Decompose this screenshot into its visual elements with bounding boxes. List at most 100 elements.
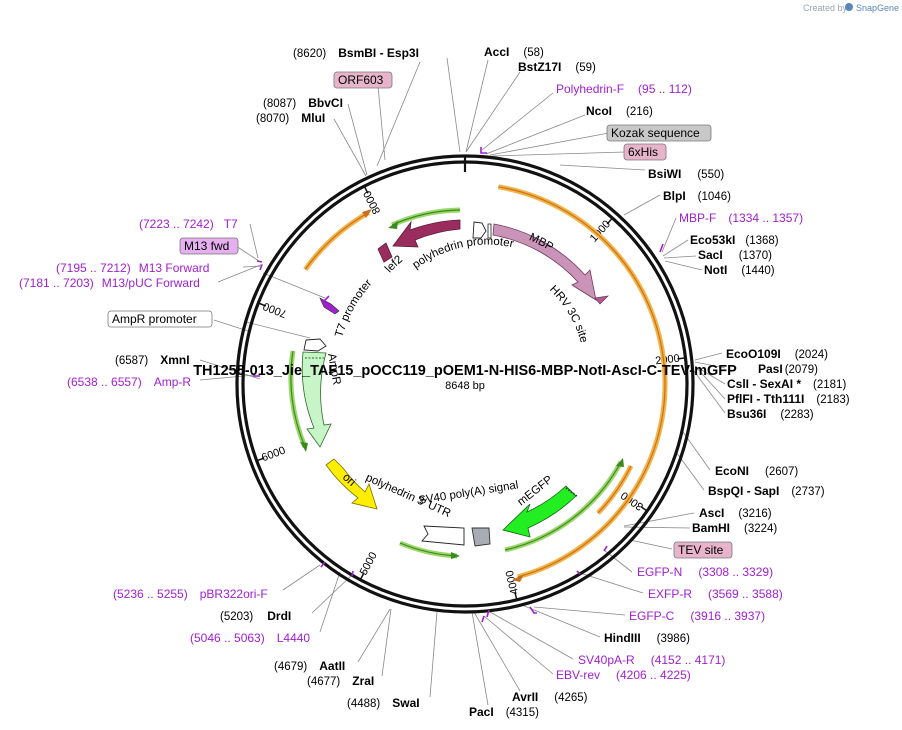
primer-labels-left: (5046 .. 5063)L4440 (5236 .. 5255)pBR322… — [19, 217, 310, 645]
primer-egfp-n: EGFP-N(3308 .. 3329) — [637, 565, 773, 579]
label-t7-promoter: T7 promoter — [333, 277, 374, 338]
site-pflfi: PflFI - Tth111I(2183) — [727, 392, 850, 406]
site-ecoo109i: EcoO109I(2024) — [726, 347, 828, 361]
sv40-arrow — [471, 527, 491, 547]
primer-mbp-f: MBP-F(1334 .. 1357) — [679, 211, 803, 225]
site-eco53ki: Eco53kI(1368) — [690, 233, 779, 247]
green-orf-arcs — [288, 207, 624, 559]
site-bbvci: (8087)BbvCI — [263, 96, 343, 110]
boxed-m13-fwd: M13 fwd — [179, 237, 239, 255]
restriction-sites-left: (4488)SwaI (4677)ZraI (4679)AatII (5203)… — [115, 46, 420, 710]
scale-tick-mark — [256, 457, 265, 462]
snapgene-credit: Created by SnapGene — [803, 3, 899, 13]
scale-tick-label: 6000 — [260, 445, 287, 465]
site-blpi: BlpI(1046) — [663, 189, 731, 203]
scale-tick-mark — [514, 591, 518, 601]
site-mlui: (8070)MluI — [256, 111, 325, 125]
svg-text:TEV site: TEV site — [678, 543, 724, 557]
feature-arrows — [301, 219, 610, 547]
site-bsiwi: BsiWI(550) — [648, 167, 724, 181]
site-paci: PacI(4315) — [469, 705, 539, 719]
svg-text:Kozak sequence: Kozak sequence — [611, 126, 700, 140]
boxed-orf603: ORF603 — [333, 71, 393, 89]
site-pasi: PasI(2079) — [758, 362, 818, 376]
site-swai: (4488)SwaI — [347, 696, 420, 710]
label-leader-lines — [199, 57, 726, 706]
boxed-kozak-sequence: Kozak sequence — [606, 124, 712, 142]
hrv-arrow — [594, 295, 610, 305]
primer-polyhedrin-f: Polyhedrin-F(95 .. 112) — [556, 82, 692, 96]
site-bsmbi: (8620)BsmBI - Esp3I — [293, 46, 419, 60]
primer-l4440: (5046 .. 5063)L4440 — [190, 631, 310, 645]
scale-tick-mark — [640, 505, 648, 512]
ampr-promoter-arrow — [303, 338, 327, 352]
scale-tick-label: 5000 — [358, 550, 380, 577]
plasmid-name: TH1258-013_Jie_TAF15_pOCC119_pOEM1-N-HIS… — [193, 363, 737, 379]
primer-ebv-rev: EBV-rev(4206 .. 4225) — [556, 668, 691, 682]
svg-text:M13 fwd: M13 fwd — [184, 239, 229, 253]
site-avrii: AvrII(4265) — [512, 690, 588, 704]
label-sv40: SV40 poly(A) signal — [418, 479, 520, 507]
boxed-labels: ORF603 Kozak sequence 6xHis TEV site M13… — [107, 71, 733, 559]
primer-pbr322ori-f: (5236 .. 5255)pBR322ori-F — [113, 587, 268, 601]
site-ncoi: NcoI(216) — [586, 104, 653, 118]
scale-tick-mark — [258, 302, 267, 307]
primer-t7: (7223 .. 7242)T7 — [139, 217, 238, 231]
boxed-tev-site: TEV site — [673, 541, 733, 559]
site-bspqi: BspQI - SapI(2737) — [708, 484, 825, 498]
primer-labels: Polyhedrin-F(95 .. 112) MBP-F(1334 .. 13… — [556, 82, 803, 682]
scale-tick-mark — [677, 357, 686, 360]
scale-tick-label: 4000 — [504, 569, 521, 596]
svg-text:ORF603: ORF603 — [338, 73, 384, 87]
site-econi: EcoNI(2607) — [715, 464, 798, 478]
site-saci: SacI(1370) — [698, 248, 772, 262]
label-polyhedrin-promoter: polyhedrin promoter — [410, 236, 514, 272]
site-xmni: (6587)XmnI — [115, 353, 190, 367]
site-noti: NotI(1440) — [704, 263, 775, 277]
snapgene-logo-icon — [845, 3, 853, 11]
orf-arcs — [303, 184, 668, 582]
scale-tick-mark — [363, 185, 369, 194]
svg-text:6xHis: 6xHis — [628, 145, 658, 159]
kozak-mark — [487, 223, 492, 239]
primer-egfp-c: EGFP-C(3916 .. 3937) — [629, 609, 765, 623]
site-aatii: (4679)AatII — [274, 659, 345, 673]
egfp-n-mark — [565, 487, 579, 498]
t7-promoter-arrow — [319, 297, 340, 315]
site-zrai: (4677)ZraI — [307, 674, 374, 688]
plasmid-title-block: TH1258-013_Jie_TAF15_pOCC119_pOEM1-N-HIS… — [193, 363, 737, 392]
megfp-arrow — [502, 485, 577, 538]
site-bsu36i: Bsu36I(2283) — [727, 407, 814, 421]
primer-marks — [253, 147, 664, 623]
site-csli: CslI - SexAI *(2181) — [727, 377, 846, 391]
site-asci: AscI(3216) — [699, 506, 772, 520]
credit-brand: SnapGene — [856, 3, 899, 13]
site-hindiii: HindIII(3986) — [604, 631, 690, 645]
ori-arrow — [325, 458, 378, 510]
primer-amp-r: (6538 .. 6557)Amp-R — [67, 375, 191, 389]
site-bstz17i: BstZ17I(59) — [518, 60, 596, 74]
primer-sv40pa-r: SV40pA-R(4152 .. 4171) — [578, 653, 725, 667]
boxed-ampr-promoter: AmpR promoter — [107, 310, 213, 328]
orf603-arrow — [377, 242, 393, 263]
scale-tick-mark — [359, 572, 365, 581]
restriction-sites: AccI(58) BstZ17I(59) NcoI(216) BsiWI(550… — [469, 45, 850, 719]
credit-prefix: Created by — [803, 3, 848, 13]
scale-tick-label: 7000 — [261, 300, 288, 320]
ampr-arrow — [301, 351, 332, 448]
site-bamhi: BamHI(3224) — [692, 521, 777, 535]
polyhedrin-3utr-arrow — [421, 525, 465, 546]
plasmid-size: 8648 bp — [445, 380, 485, 392]
boxed-6xhis: 6xHis — [623, 143, 667, 161]
site-drdi: (5203)DrdI — [220, 609, 291, 623]
primer-m13-puc-forward: (7181 .. 7203)M13/pUC Forward — [19, 276, 200, 290]
primer-exfp-r: EXFP-R(3569 .. 3588) — [648, 587, 783, 601]
site-acci: AccI(58) — [484, 45, 544, 59]
lef2-arrow — [392, 219, 461, 248]
label-ampr: AmpR — [325, 352, 342, 386]
scale-tick-mark — [606, 217, 614, 225]
polyhedrin-promoter-arrow — [472, 221, 487, 239]
mbp-arrow — [492, 223, 597, 301]
primer-m13-forward: (7195 .. 7212)M13 Forward — [56, 261, 209, 275]
